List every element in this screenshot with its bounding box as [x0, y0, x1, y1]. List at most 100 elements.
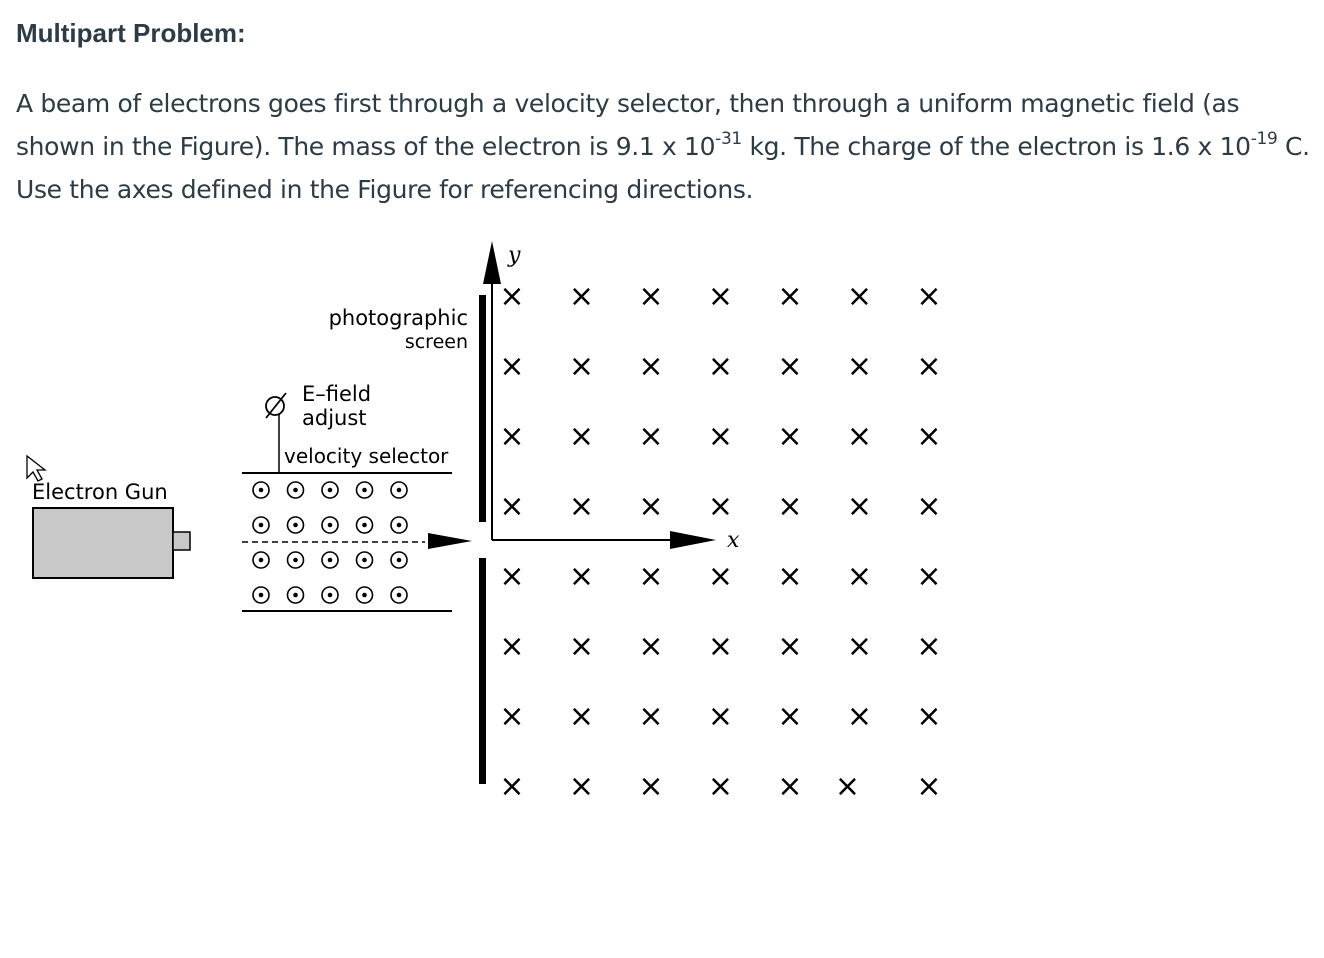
- field-cross-mark: ×: [499, 699, 524, 734]
- efield-knob-icon[interactable]: [265, 396, 285, 416]
- field-cross-mark: ×: [569, 769, 594, 804]
- photographic-screen-upper: [479, 295, 486, 522]
- field-cross-mark: ×: [777, 699, 802, 734]
- y-axis: [483, 241, 501, 540]
- field-cross-mark: ×: [777, 769, 802, 804]
- field-cross-mark: ×: [638, 419, 663, 454]
- field-cross-mark: ×: [708, 559, 733, 594]
- field-dot-mark: [286, 516, 305, 534]
- field-cross-mark: ×: [499, 349, 524, 384]
- x-axis-label: x: [727, 528, 740, 553]
- field-cross-mark: ×: [777, 279, 802, 314]
- field-cross-mark: ×: [569, 699, 594, 734]
- field-cross-mark: ×: [569, 419, 594, 454]
- field-cross-mark: ×: [847, 419, 872, 454]
- field-cross-mark: ×: [499, 419, 524, 454]
- screen-label-line2: screen: [405, 331, 468, 353]
- field-cross-mark: ×: [916, 419, 941, 454]
- selector-label: velocity selector: [284, 444, 449, 468]
- field-cross-mark: ×: [777, 489, 802, 524]
- y-axis-arrowhead: [483, 241, 501, 284]
- field-cross-mark: ×: [708, 699, 733, 734]
- problem-statement: A beam of electrons goes first through a…: [16, 82, 1316, 211]
- field-cross-mark: ×: [847, 489, 872, 524]
- electron-gun-label: Electron Gun: [32, 480, 168, 504]
- field-dot-mark: [390, 586, 408, 604]
- field-dot-mark: [321, 516, 339, 534]
- efield-knob-slash: [265, 392, 287, 419]
- field-cross-mark: ×: [777, 629, 802, 664]
- field-cross-mark: ×: [847, 559, 872, 594]
- problem-heading: Multipart Problem:: [16, 18, 246, 48]
- cursor-arrow-icon: [26, 454, 47, 482]
- field-cross-mark: ×: [569, 279, 594, 314]
- field-cross-mark: ×: [638, 349, 663, 384]
- field-cross-mark: ×: [638, 559, 663, 594]
- field-cross-mark: ×: [916, 699, 941, 734]
- field-dot-mark: [390, 516, 408, 534]
- field-dot-mark: [390, 551, 408, 569]
- field-cross-mark: ×: [499, 629, 524, 664]
- field-cross-mark: ×: [499, 769, 524, 804]
- field-dot-mark: [286, 551, 305, 569]
- field-cross-mark: ×: [916, 489, 941, 524]
- field-dot-mark: [252, 551, 270, 569]
- charge-exponent: -19: [1250, 128, 1278, 149]
- field-cross-mark: ×: [499, 279, 524, 314]
- field-dot-mark: [286, 586, 305, 604]
- field-cross-mark: ×: [708, 279, 733, 314]
- field-cross-mark: ×: [708, 629, 733, 664]
- field-cross-mark: ×: [847, 349, 872, 384]
- field-cross-mark: ×: [708, 489, 733, 524]
- field-dot-mark: [321, 586, 339, 604]
- selector-field-out-of-page: [252, 481, 408, 604]
- electron-gun-nozzle: [172, 531, 191, 551]
- electron-gun-body: [32, 507, 174, 579]
- field-cross-mark: ×: [569, 629, 594, 664]
- field-cross-mark: ×: [916, 769, 941, 804]
- photographic-screen-lower: [479, 558, 486, 784]
- field-cross-mark: ×: [916, 349, 941, 384]
- field-dot-mark: [321, 481, 339, 499]
- field-cross-mark: ×: [638, 699, 663, 734]
- y-axis-label: y: [507, 243, 521, 268]
- problem-text-3: C. Use the axes defined in the Figure fo…: [16, 132, 1310, 204]
- efield-label-line1: E–field: [302, 382, 371, 406]
- field-cross-mark: ×: [499, 559, 524, 594]
- field-dot-mark: [321, 551, 339, 569]
- mass-exponent: -31: [715, 128, 742, 149]
- field-dot-mark: [252, 586, 270, 604]
- field-dot-mark: [355, 481, 374, 499]
- field-cross-mark: ×: [847, 629, 872, 664]
- field-cross-mark: ×: [708, 419, 733, 454]
- field-cross-mark: ×: [916, 279, 941, 314]
- field-dot-mark: [252, 516, 270, 534]
- x-axis-arrowhead: [670, 531, 716, 549]
- field-cross-mark: ×: [777, 559, 802, 594]
- problem-text-2: kg. The charge of the electron is 1.6 x …: [741, 132, 1251, 161]
- field-cross-mark: ×: [708, 349, 733, 384]
- beam-arrow: [428, 533, 472, 549]
- field-cross-mark: ×: [847, 279, 872, 314]
- field-cross-mark: ×: [777, 349, 802, 384]
- field-cross-mark: ×: [916, 559, 941, 594]
- problem-text-1: A beam of electrons goes first through a…: [16, 89, 1240, 161]
- magnetic-field-grid: × × × × × × × × × × × × × × × × × × × × × × × × × × × × × × × × × × × × × × × ×…: [499, 279, 941, 804]
- field-dot-mark: [252, 481, 270, 499]
- physics-figure: photographic screen y x ××××××××××××××××…: [26, 241, 942, 804]
- field-cross-mark: ×: [916, 629, 941, 664]
- field-cross-mark: ×: [638, 629, 663, 664]
- field-cross-mark: ×: [847, 699, 872, 734]
- field-cross-mark: ×: [638, 489, 663, 524]
- field-cross-mark: ×: [499, 489, 524, 524]
- field-cross-mark: ×: [708, 769, 733, 804]
- field-dot-mark: [355, 586, 374, 604]
- field-cross-mark: ×: [835, 769, 860, 804]
- field-dot-mark: [390, 481, 408, 499]
- field-cross-mark: ×: [569, 559, 594, 594]
- field-dot-mark: [355, 551, 374, 569]
- field-dot-mark: [355, 516, 374, 534]
- field-cross-mark: ×: [569, 489, 594, 524]
- x-axis: [492, 531, 716, 549]
- screen-label-line1: photographic: [329, 306, 468, 330]
